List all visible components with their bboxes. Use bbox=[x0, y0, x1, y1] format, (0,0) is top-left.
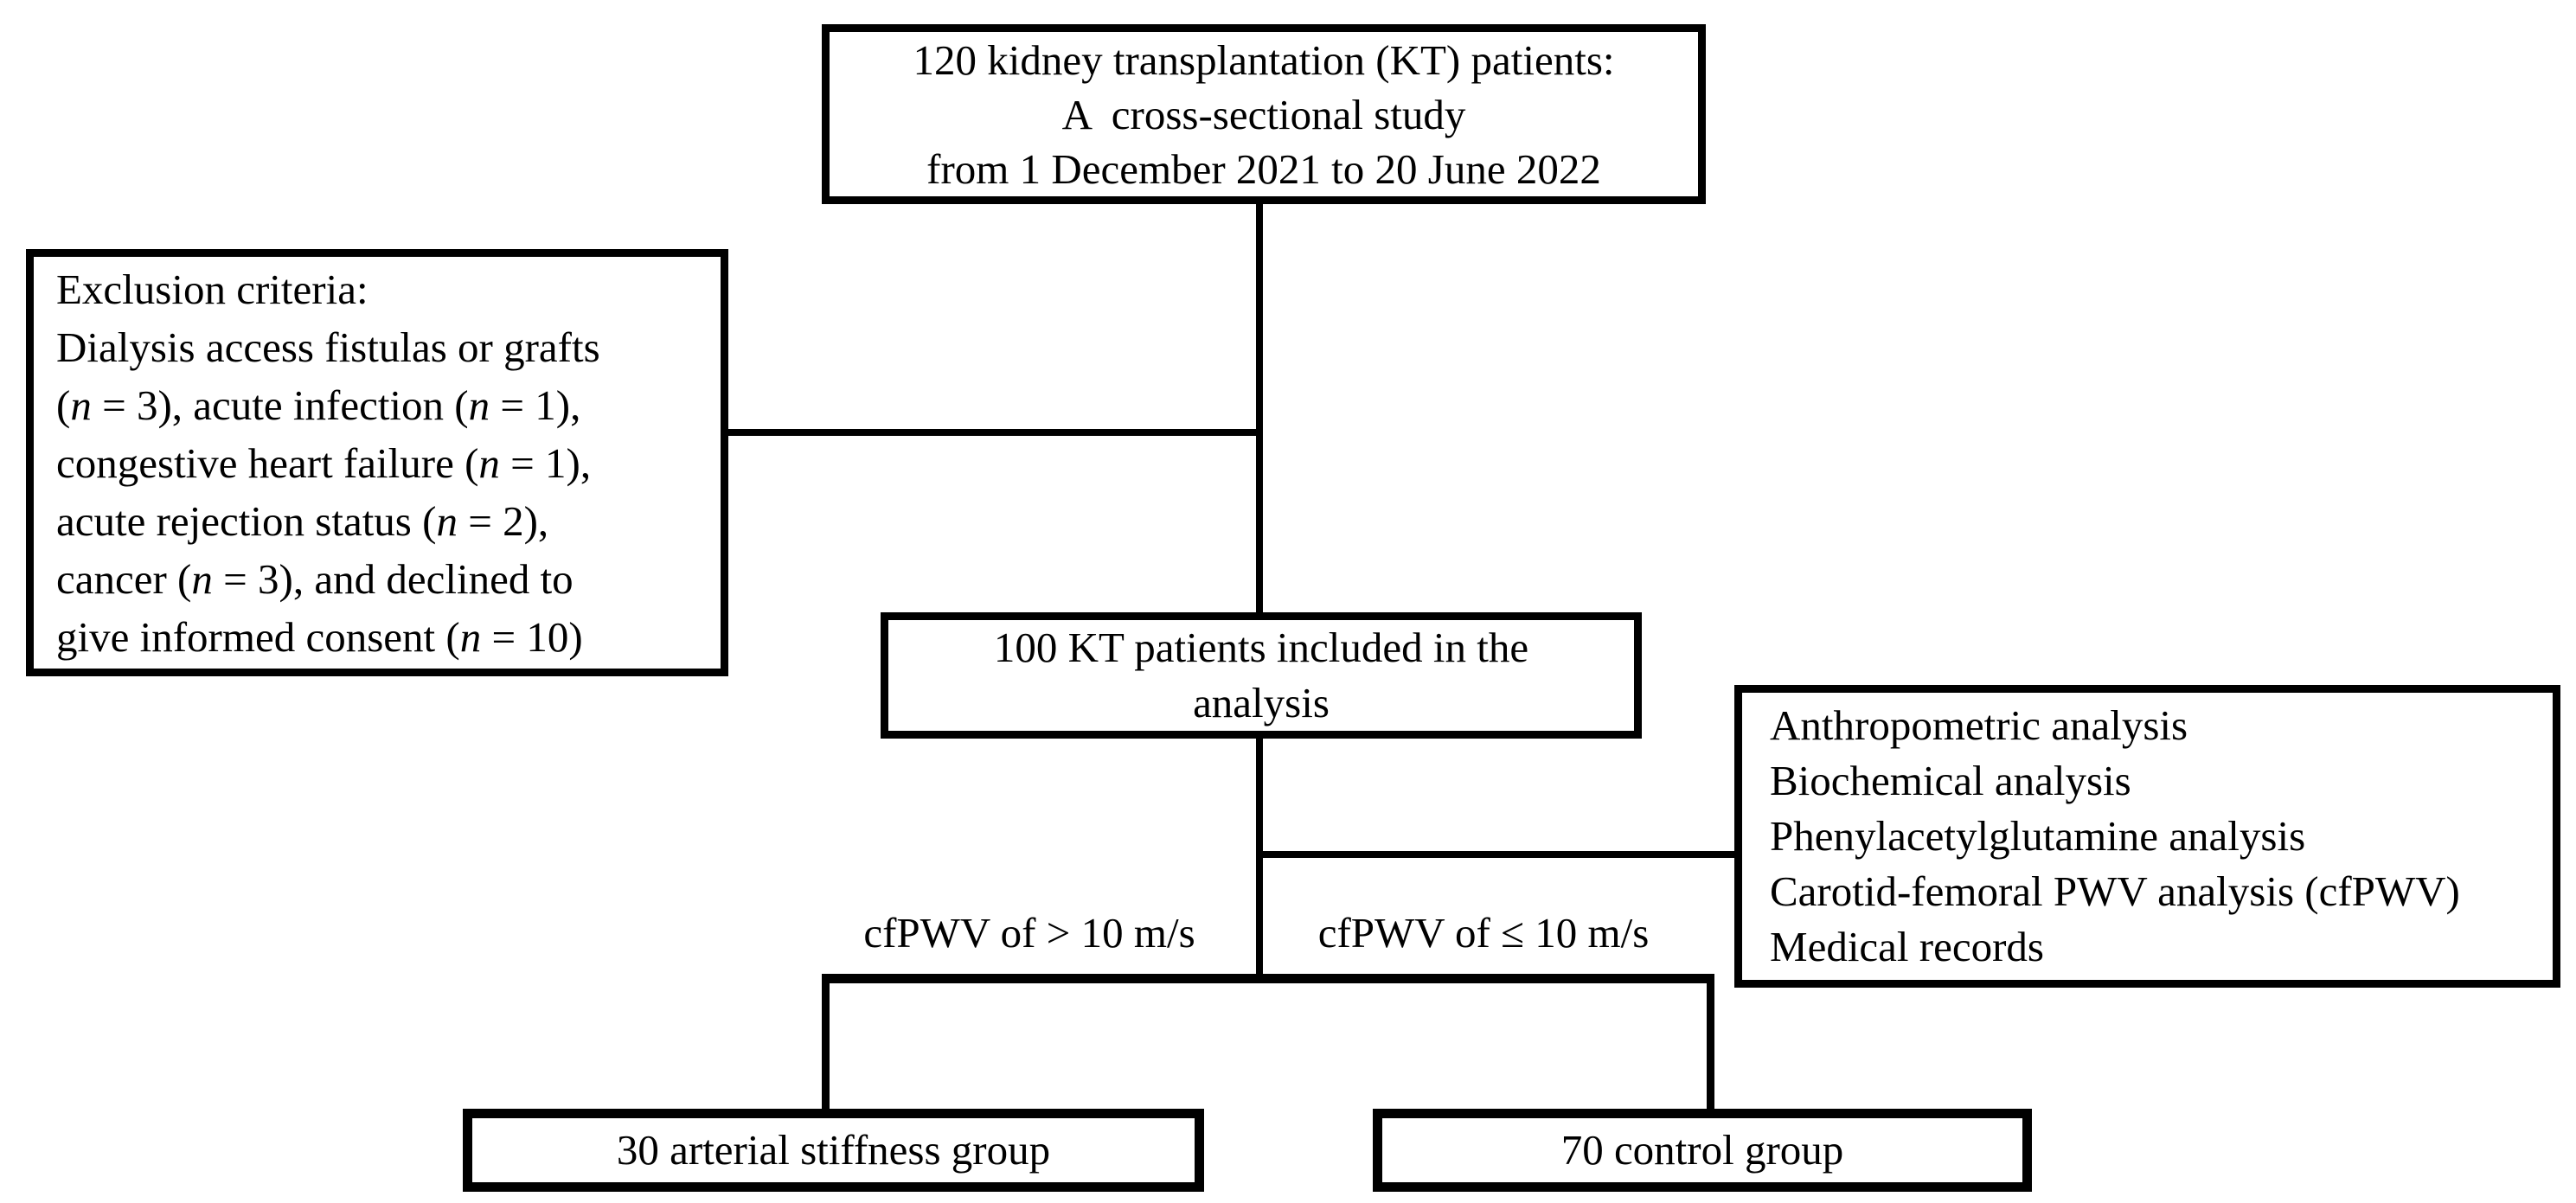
top-box-line-3: from 1 December 2021 to 20 June 2022 bbox=[926, 144, 1601, 193]
top-box: 120 kidney transplantation (KT) patients… bbox=[822, 24, 1706, 204]
exclusion-criteria-box: Exclusion criteria: Dialysis access fist… bbox=[26, 249, 728, 676]
analysis-line-2: analysis bbox=[1193, 679, 1330, 726]
control-group-box: 70 control group bbox=[1373, 1109, 2032, 1192]
methods-line-3: Phenylacetylglutamine analysis bbox=[1770, 812, 2306, 860]
included-analysis-box: 100 KT patients included in the analysis bbox=[881, 612, 1642, 739]
exclusion-line-7: give informed consent (n = 10) bbox=[56, 612, 583, 661]
connector-middle-vertical bbox=[1256, 735, 1263, 982]
exclusion-line-1: Exclusion criteria: bbox=[56, 265, 368, 313]
analysis-line-1: 100 KT patients included in the bbox=[993, 624, 1529, 671]
branch-label-cfpwv-high: cfPWV of > 10 m/s bbox=[863, 909, 1195, 957]
exclusion-line-5: acute rejection status (n = 2), bbox=[56, 496, 549, 545]
exclusion-line-4: congestive heart failure (n = 1), bbox=[56, 438, 592, 487]
methods-line-4: Carotid-femoral PWV analysis (cfPWV) bbox=[1770, 867, 2460, 915]
methods-line-2: Biochemical analysis bbox=[1770, 757, 2131, 804]
top-box-line-1: 120 kidney transplantation (KT) patients… bbox=[913, 35, 1615, 84]
arterial-stiffness-label: 30 arterial stiffness group bbox=[616, 1126, 1051, 1174]
connector-methods-horizontal bbox=[1259, 851, 1738, 858]
methods-line-1: Anthropometric analysis bbox=[1770, 701, 2188, 749]
connector-split-horizontal bbox=[822, 974, 1714, 983]
connector-top-vertical bbox=[1256, 201, 1263, 616]
methods-line-5: Medical records bbox=[1770, 923, 2044, 970]
connector-right-drop bbox=[1707, 974, 1714, 1110]
exclusion-line-6: cancer (n = 3), and declined to bbox=[56, 554, 574, 603]
connector-exclusion-horizontal bbox=[725, 429, 1259, 436]
branch-label-cfpwv-low: cfPWV of ≤ 10 m/s bbox=[1317, 909, 1650, 957]
exclusion-line-3: (n = 3), acute infection (n = 1), bbox=[56, 381, 581, 429]
control-group-label: 70 control group bbox=[1560, 1126, 1844, 1174]
exclusion-line-2: Dialysis access fistulas or grafts bbox=[56, 323, 600, 371]
top-box-line-2: A cross-sectional study bbox=[1061, 90, 1466, 138]
connector-left-drop bbox=[822, 974, 830, 1110]
arterial-stiffness-group-box: 30 arterial stiffness group bbox=[463, 1109, 1204, 1192]
methods-box: Anthropometric analysis Biochemical anal… bbox=[1734, 685, 2560, 988]
